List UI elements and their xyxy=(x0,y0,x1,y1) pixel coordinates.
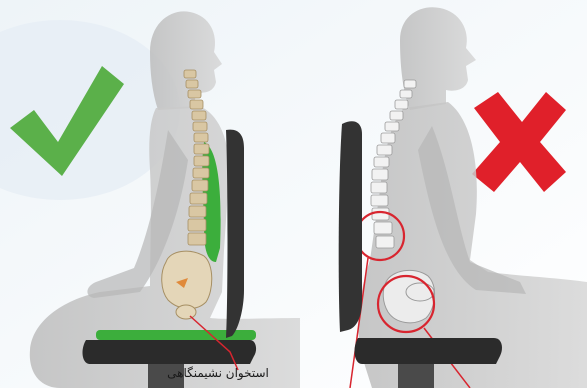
backrest-correct xyxy=(226,130,244,338)
chair-post-incorrect xyxy=(398,364,434,388)
backrest-incorrect xyxy=(339,121,362,332)
chair-seat-incorrect xyxy=(355,338,502,364)
sitting-bone-label: استخوان نشیمنگاهی xyxy=(148,366,288,380)
sit-bone-correct xyxy=(176,305,196,319)
sit-bone-incorrect xyxy=(406,283,434,301)
